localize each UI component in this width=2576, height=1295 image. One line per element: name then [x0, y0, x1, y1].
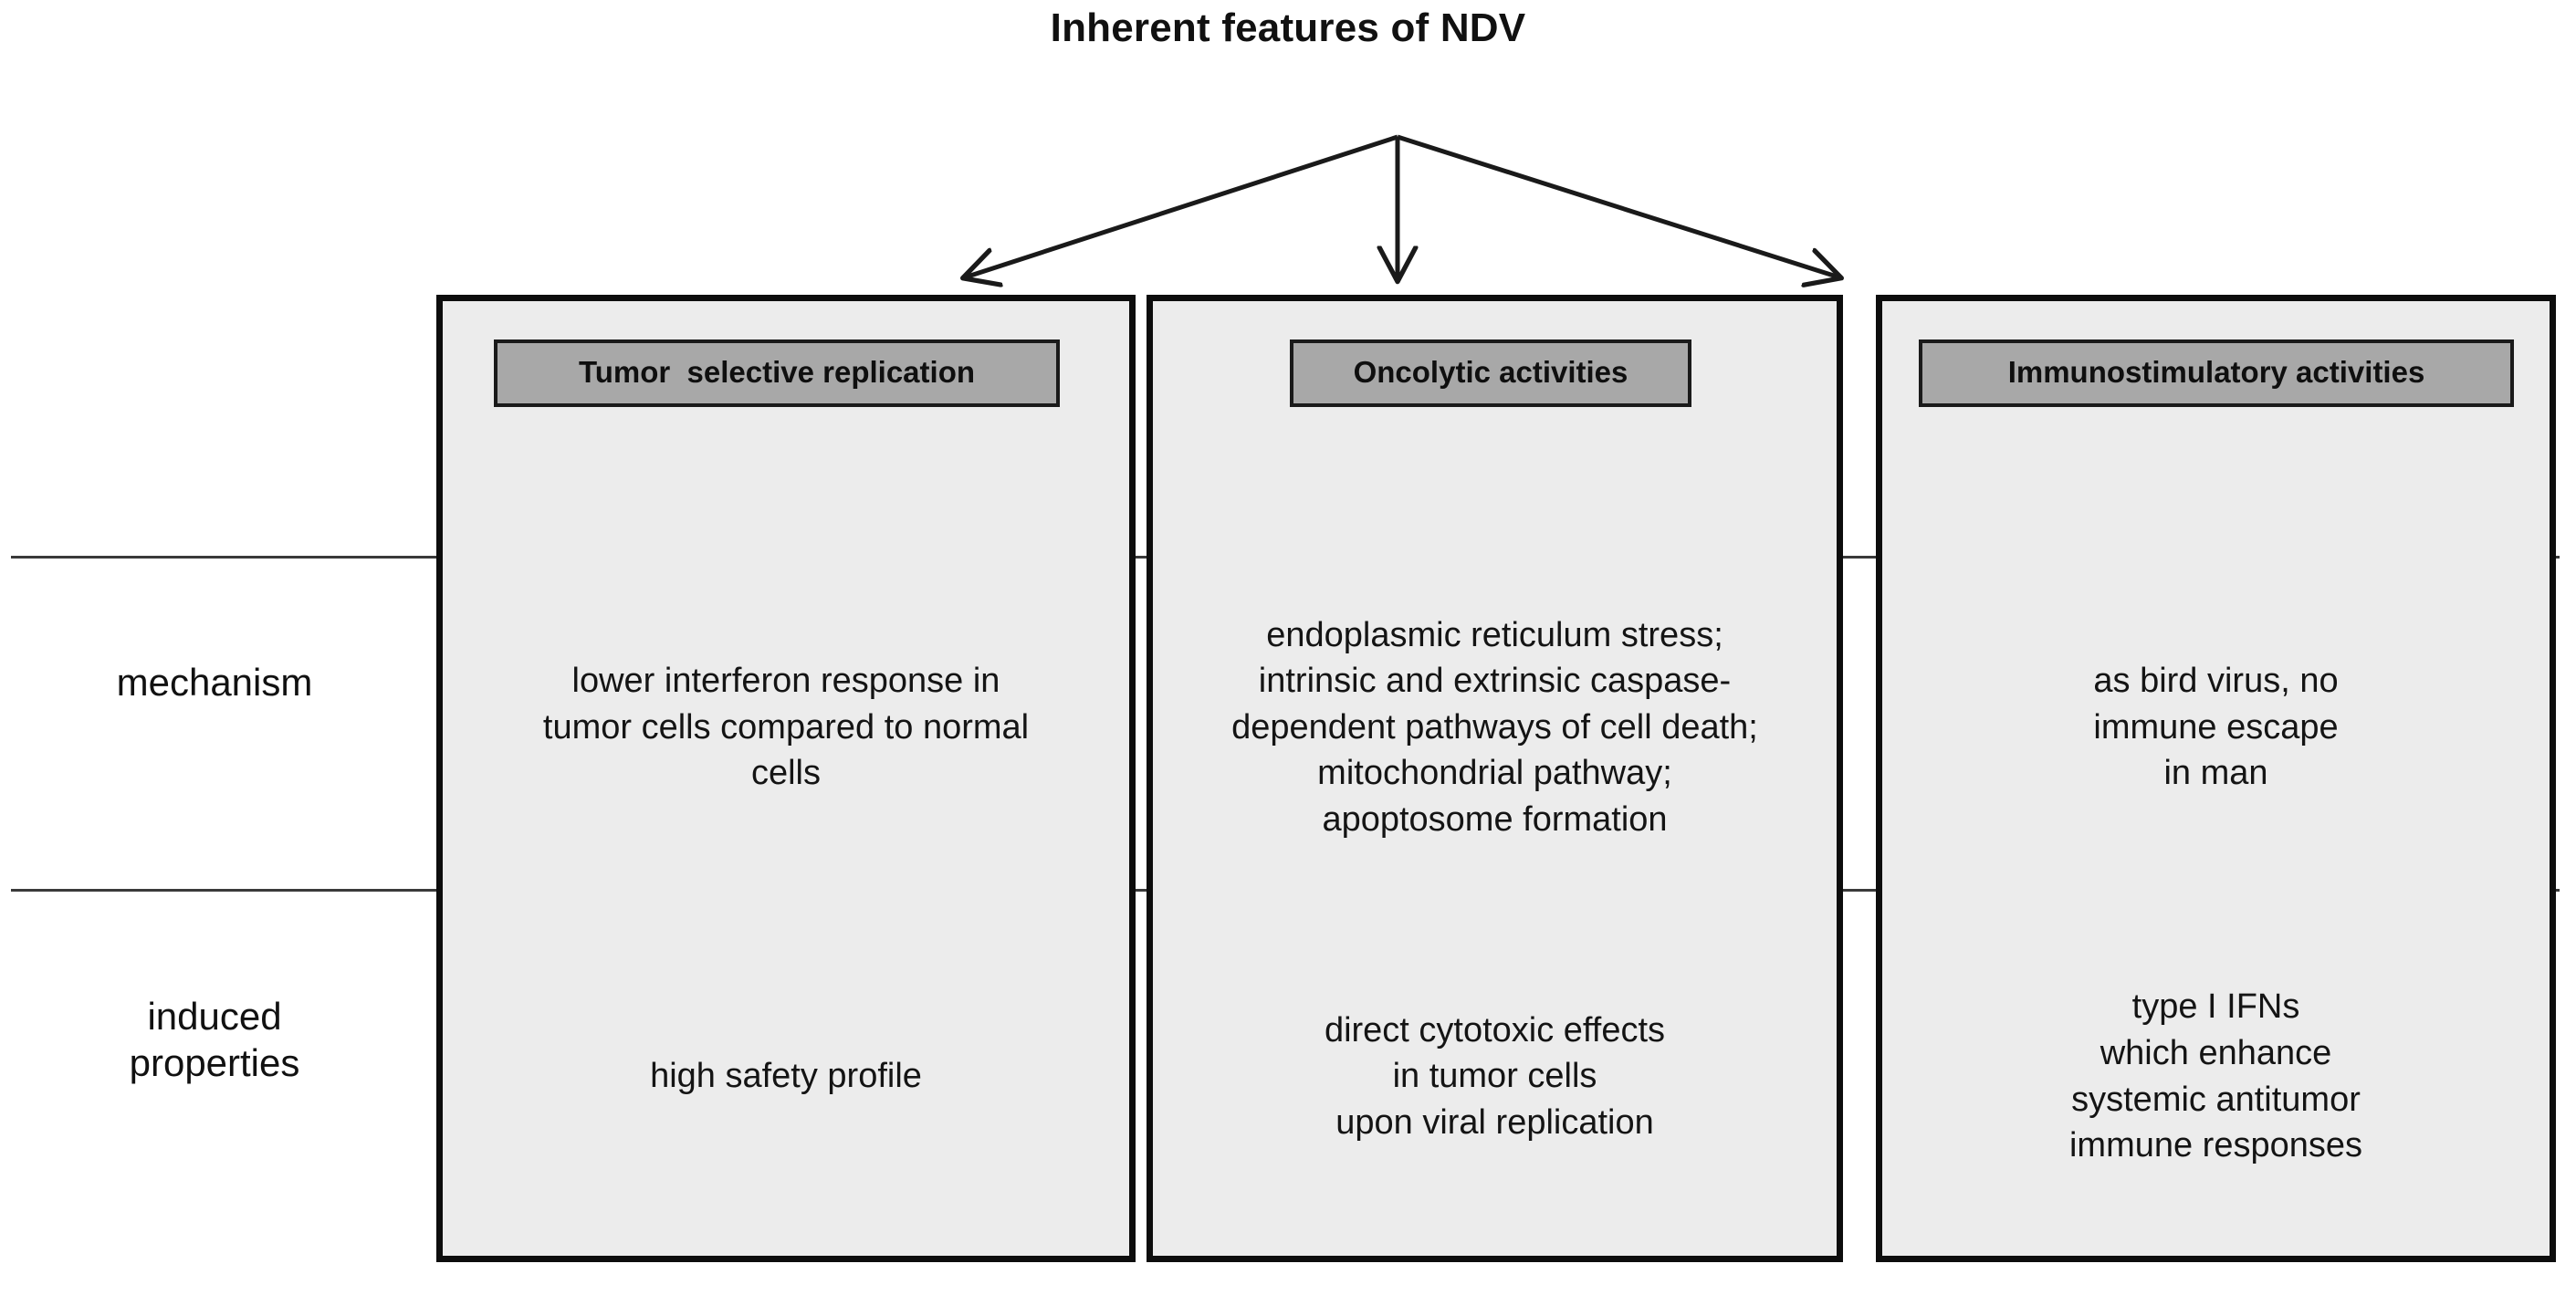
column-tumor-selective-replication[interactable]: Tumor selective replication lower interf… — [436, 295, 1136, 1262]
cell-text: endoplasmic reticulum stress; intrinsic … — [1231, 615, 1758, 839]
page-title: Inherent features of NDV — [1050, 5, 1526, 50]
column-immunostimulatory-activities[interactable]: Immunostimulatory activities as bird vir… — [1876, 295, 2556, 1262]
arrow-left — [968, 134, 1398, 277]
cell-induced-properties-tumor-selective-replication: high safety profile — [443, 896, 1129, 1257]
cell-induced-properties-immunostimulatory-activities: type I IFNs which enhance systemic antit… — [1882, 896, 2550, 1257]
arrow-right — [1397, 134, 1837, 277]
cell-text: direct cytotoxic effects in tumor cells … — [1324, 1010, 1666, 1142]
cell-induced-properties-oncolytic-activities: direct cytotoxic effects in tumor cells … — [1153, 896, 1837, 1257]
cell-mechanism-oncolytic-activities: endoplasmic reticulum stress; intrinsic … — [1153, 563, 1837, 892]
row-label-induced-properties: induced properties — [129, 995, 300, 1085]
column-header-oncolytic-activities: Oncolytic activities — [1290, 339, 1691, 407]
column-header-tumor-selective-replication: Tumor selective replication — [494, 339, 1060, 407]
column-oncolytic-activities[interactable]: Oncolytic activities endoplasmic reticul… — [1147, 295, 1843, 1262]
cell-mechanism-tumor-selective-replication: lower interferon response in tumor cells… — [443, 563, 1129, 892]
cell-text: lower interferon response in tumor cells… — [542, 662, 1030, 793]
cell-text: type I IFNs which enhance systemic antit… — [2068, 987, 2363, 1165]
column-header-immunostimulatory-activities: Immunostimulatory activities — [1919, 339, 2514, 407]
cell-text: high safety profile — [650, 1057, 922, 1096]
row-label-mechanism: mechanism — [116, 661, 313, 704]
cell-mechanism-immunostimulatory-activities: as bird virus, no immune escape in man — [1882, 563, 2550, 892]
cell-text: as bird virus, no immune escape in man — [2093, 662, 2339, 793]
